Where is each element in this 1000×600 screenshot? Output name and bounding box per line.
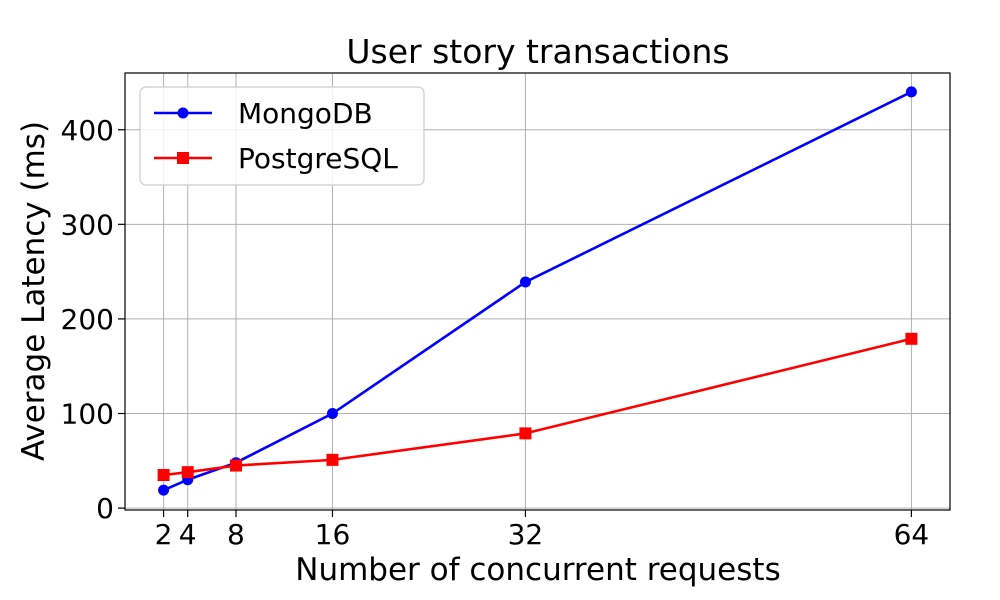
data-point [229, 459, 242, 472]
data-point [905, 332, 918, 345]
x-tick-label: 32 [508, 518, 544, 551]
legend-marker [177, 107, 189, 119]
plot-frame [124, 72, 951, 511]
legend-label: PostgreSQL [238, 142, 398, 175]
data-point [519, 427, 532, 440]
x-tick-label: 8 [227, 518, 245, 551]
y-axis-label: Average Latency (ms) [16, 121, 52, 461]
series-group [157, 86, 918, 496]
x-tick-label: 2 [155, 518, 173, 551]
data-point [157, 469, 170, 482]
data-point [326, 453, 339, 466]
y-tick-label: 400 [61, 114, 114, 147]
y-tick-label: 0 [96, 492, 114, 525]
data-point [519, 276, 531, 288]
data-point [905, 86, 917, 98]
y-tick-label: 200 [61, 303, 114, 336]
legend-label: MongoDB [238, 97, 373, 130]
chart-title: User story transactions [346, 32, 729, 71]
y-tick-label: 300 [61, 208, 114, 241]
series-postgresql [157, 332, 918, 482]
data-point [326, 408, 338, 420]
legend-box [139, 86, 425, 186]
data-point [181, 466, 194, 479]
x-axis-label: Number of concurrent requests [295, 552, 780, 588]
legend-item: MongoDB [154, 97, 373, 130]
legend: MongoDB PostgreSQL [139, 86, 425, 186]
x-tick-label: 4 [179, 518, 197, 551]
x-tick-label: 16 [315, 518, 351, 551]
series-line [163, 337, 912, 477]
data-point [158, 484, 170, 496]
x-tick-label: 64 [894, 518, 930, 551]
y-tick-label: 100 [61, 398, 114, 431]
legend-item: PostgreSQL [154, 142, 398, 175]
legend-marker [177, 152, 189, 164]
